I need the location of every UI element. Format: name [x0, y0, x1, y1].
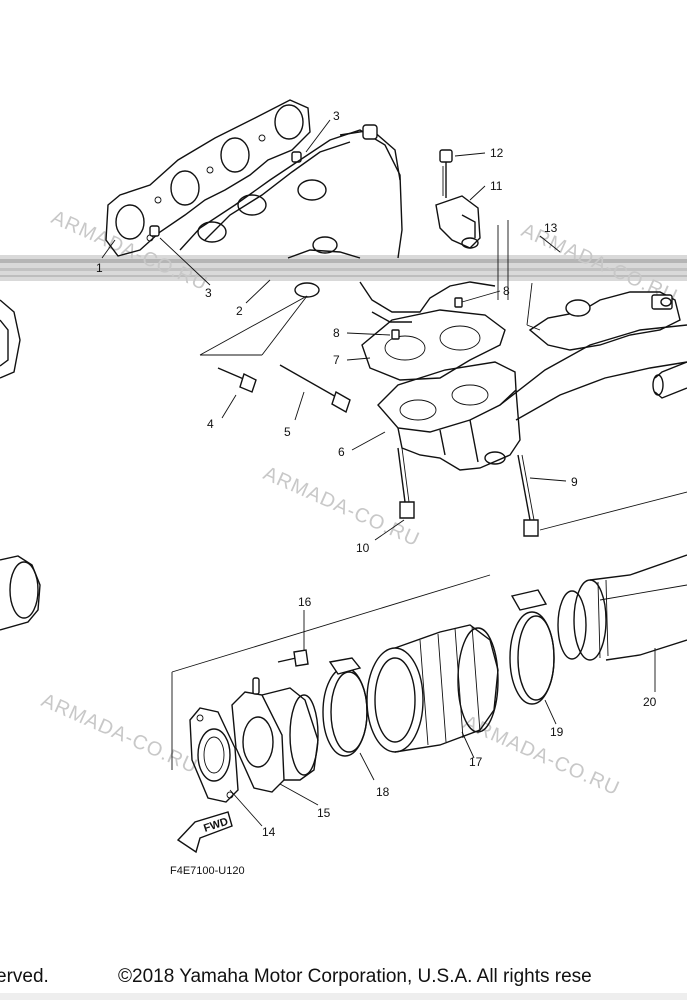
scan-tear-band — [0, 255, 687, 281]
leader-lines-lower — [229, 783, 319, 827]
watermark: ARMADA-CO.RU — [260, 462, 423, 551]
exhaust-manifold — [179, 124, 496, 323]
callout-9: 9 — [571, 475, 578, 489]
callout-4: 4 — [207, 417, 214, 431]
callout-12: 12 — [490, 146, 504, 160]
watermark: ARMADA-CO.RU — [38, 689, 201, 778]
callout-7: 7 — [333, 353, 340, 367]
mount-bracket — [528, 291, 687, 399]
manifold-gasket — [105, 99, 311, 257]
watermark: ARMADA-CO.RU — [48, 206, 211, 295]
callout-18: 18 — [376, 785, 390, 799]
copyright-text: ©2018 Yamaha Motor Corporation, U.S.A. A… — [118, 966, 592, 987]
bolts — [217, 364, 539, 537]
leader-lines-upper — [101, 119, 567, 541]
bracket-and-bolt — [435, 149, 481, 249]
callout-13: 13 — [544, 221, 558, 235]
fwd-arrow-icon: FWD — [176, 811, 233, 854]
callout-2: 2 — [236, 304, 243, 318]
diagram-code: F4E7100-U120 — [170, 865, 245, 877]
callout-19: 19 — [550, 725, 564, 739]
footer: erved. ©2018 Yamaha Motor Corporation, U… — [0, 966, 687, 1000]
callout-8-left: 8 — [333, 326, 340, 340]
exhaust-gasket — [361, 297, 506, 381]
footer-left-fragment: erved. — [0, 966, 49, 987]
callout-15: 15 — [317, 806, 331, 820]
callout-17: 17 — [469, 755, 483, 769]
callout-3-lower: 3 — [205, 286, 212, 300]
callout-5: 5 — [284, 425, 291, 439]
left-partial-parts — [0, 299, 41, 631]
callout-3-top: 3 — [333, 109, 340, 123]
callout-numbers: 3 1 3 2 8 7 8 12 11 13 4 5 6 9 10 16 20 … — [96, 109, 657, 839]
lower-exhaust-assembly — [171, 491, 687, 803]
callout-1: 1 — [96, 261, 103, 275]
callout-14: 14 — [262, 825, 276, 839]
callout-11: 11 — [490, 179, 503, 193]
callout-10: 10 — [356, 541, 370, 555]
exhaust-chamber — [377, 324, 687, 471]
callout-20: 20 — [643, 695, 657, 709]
callout-8-right: 8 — [503, 284, 510, 298]
callout-16: 16 — [298, 595, 312, 609]
dowel-pins — [149, 151, 302, 237]
callout-6: 6 — [338, 445, 345, 459]
watermark-layer: ARMADA-CO.RU ARMADA-CO.RU ARMADA-CO.RU A… — [38, 206, 681, 800]
